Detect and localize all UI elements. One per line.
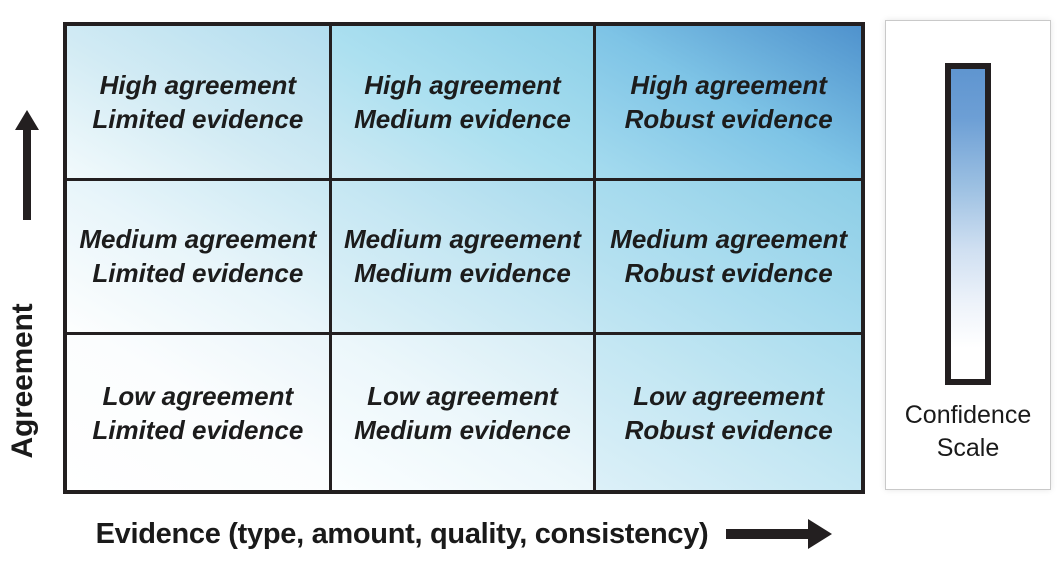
cell-line-evidence: Medium evidence <box>354 414 571 445</box>
cell-line-agreement: High agreement <box>630 69 827 100</box>
cell-line-agreement: High agreement <box>364 69 561 100</box>
x-axis: Evidence (type, amount, quality, consist… <box>63 512 865 556</box>
confidence-scale-bar <box>945 63 991 385</box>
matrix-cell-low-medium[interactable]: Low agreement Medium evidence <box>331 335 597 490</box>
matrix-cell-medium-robust[interactable]: Medium agreement Robust evidence <box>596 180 861 336</box>
y-axis: Agreement <box>0 110 56 500</box>
legend-caption-line1: Confidence <box>904 401 1032 429</box>
cell-line-evidence: Robust evidence <box>624 414 833 445</box>
cell-line-evidence: Robust evidence <box>624 258 833 289</box>
matrix-cell-high-robust[interactable]: High agreement Robust evidence <box>596 26 861 181</box>
arrow-up-icon <box>15 110 39 220</box>
matrix-cell-high-medium[interactable]: High agreement Medium evidence <box>331 26 597 181</box>
cell-line-agreement: Low agreement <box>633 380 825 411</box>
cell-line-evidence: Medium evidence <box>354 258 571 289</box>
cell-line-agreement: Low agreement <box>367 380 558 411</box>
cell-line-evidence: Limited evidence <box>92 103 304 134</box>
cell-line-agreement: Medium agreement <box>344 224 581 255</box>
legend-caption-line2: Scale <box>936 434 1000 462</box>
matrix-cell-high-limited[interactable]: High agreement Limited evidence <box>67 26 332 181</box>
confidence-scale-legend: Confidence Scale <box>885 20 1051 490</box>
matrix-cell-medium-limited[interactable]: Medium agreement Limited evidence <box>67 180 332 336</box>
cell-line-agreement: High agreement <box>99 69 297 100</box>
matrix-cell-low-robust[interactable]: Low agreement Robust evidence <box>596 335 861 490</box>
confidence-scale-caption: Confidence Scale <box>886 399 1050 465</box>
matrix-cell-low-limited[interactable]: Low agreement Limited evidence <box>67 335 332 490</box>
confidence-matrix: High agreement Limited evidence High agr… <box>63 22 865 494</box>
x-axis-label: Evidence (type, amount, quality, consist… <box>95 517 709 550</box>
y-axis-label: Agreement <box>6 303 39 459</box>
cell-line-agreement: Medium agreement <box>610 224 848 255</box>
cell-line-agreement: Medium agreement <box>79 224 317 255</box>
cell-line-evidence: Limited evidence <box>92 258 304 289</box>
cell-line-evidence: Limited evidence <box>92 414 304 445</box>
arrow-right-icon <box>726 519 833 549</box>
cell-line-evidence: Robust evidence <box>624 103 833 134</box>
cell-line-evidence: Medium evidence <box>354 103 571 134</box>
matrix-cell-medium-medium[interactable]: Medium agreement Medium evidence <box>331 180 597 336</box>
cell-line-agreement: Low agreement <box>102 380 294 411</box>
